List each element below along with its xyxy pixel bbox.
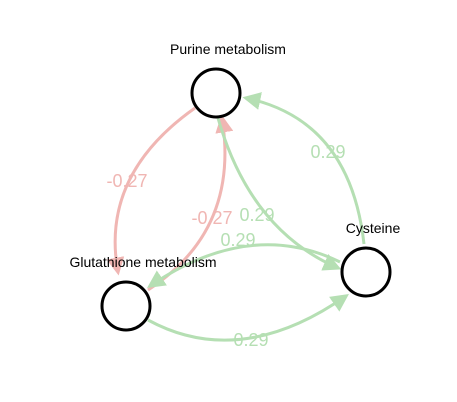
node-purine-metabolism[interactable]: Purine metabolism [170,41,286,119]
edge-label-glutathione-to-purine: -0.27 [191,208,232,228]
edge-label-purine-to-cysteine: 0.29 [239,205,274,225]
node-label: Cysteine [346,220,401,236]
node-circle[interactable] [100,280,152,332]
edge-glutathione-to-cysteine [147,293,349,342]
edges [106,92,366,342]
node-label: Purine metabolism [170,41,286,57]
node-glutathione-metabolism[interactable]: Glutathione metabolism [69,254,217,332]
edge-label-purine-to-glutathione: -0.27 [106,171,147,191]
node-cysteine[interactable]: Cysteine [340,220,401,298]
edge-purine-to-glutathione [106,106,196,276]
nodes: Purine metabolism Glutathione metabolism… [69,41,401,332]
edge-cysteine-to-glutathione [147,243,341,289]
edge-label-cysteine-to-glutathione: 0.29 [220,230,255,250]
edge-labels: -0.27 -0.27 0.29 0.29 0.29 0.29 [106,142,345,350]
edge-purine-to-cysteine [216,117,342,271]
node-circle[interactable] [190,67,242,119]
node-label: Glutathione metabolism [69,254,216,270]
edge-label-glutathione-to-cysteine: 0.29 [233,330,268,350]
node-circle[interactable] [340,246,392,298]
edge-label-cysteine-to-purine: 0.29 [310,142,345,162]
edge-cysteine-to-purine [242,92,366,245]
